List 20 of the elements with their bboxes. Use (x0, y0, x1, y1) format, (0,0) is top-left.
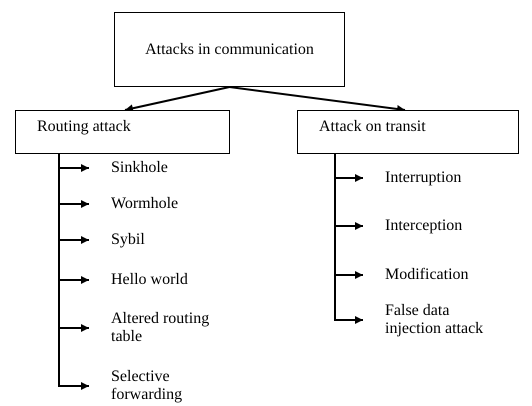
node-text: Sinkhole (111, 159, 168, 177)
node-text: Modification (385, 266, 469, 284)
node-text: Hello world (111, 271, 188, 289)
arrow (229, 86, 406, 113)
category-box (15, 110, 230, 154)
node-text: Routing attack (37, 117, 131, 136)
category-box (114, 12, 345, 87)
arrow (124, 86, 230, 112)
node-text: Attack on transit (319, 117, 426, 136)
node-text: Selective forwarding (111, 368, 184, 404)
category-box (297, 110, 519, 154)
node-text: Interception (385, 217, 462, 235)
node-text: Sybil (111, 231, 145, 249)
node-text: False data injection attack (385, 302, 484, 338)
node-text: Interruption (385, 169, 462, 187)
node-text: Attacks in communication (145, 40, 314, 59)
node-text: Wormhole (111, 195, 178, 213)
arrow (334, 154, 363, 324)
arrow (58, 154, 89, 390)
node-text: Altered routing table (111, 310, 210, 346)
